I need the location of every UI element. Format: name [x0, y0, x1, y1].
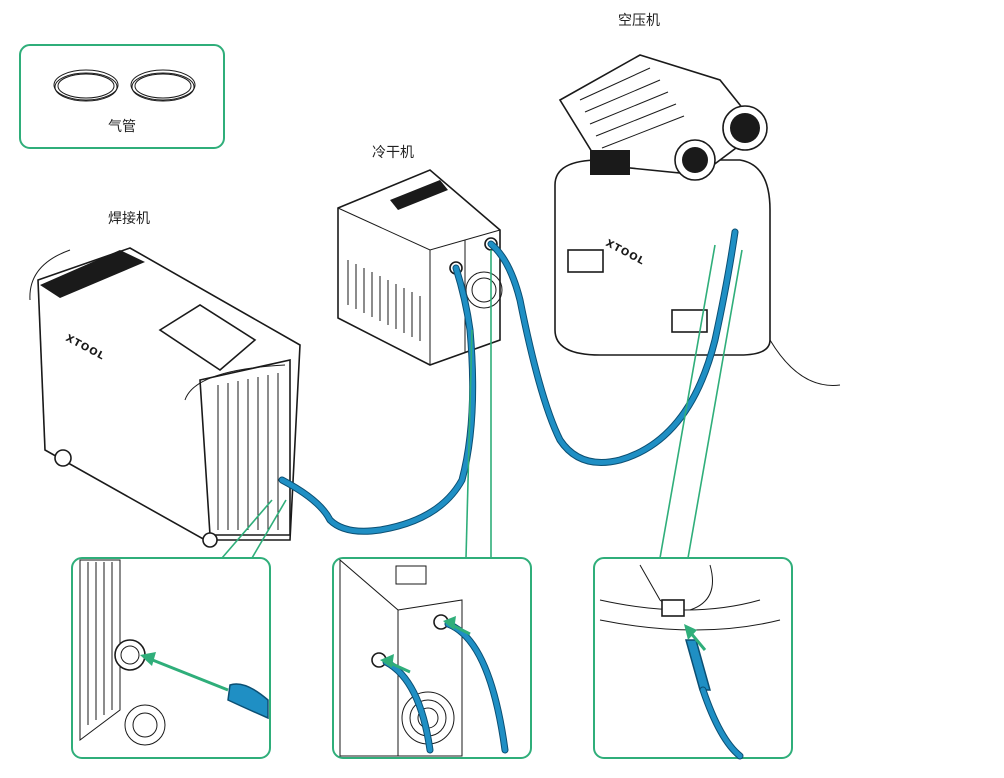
welder-label: 焊接机	[108, 211, 150, 227]
dryer-label: 冷干机	[372, 145, 414, 161]
air-hose-label: 气管	[108, 119, 136, 135]
welder-illustration: XTOOL	[29, 247, 301, 548]
air-hose-legend	[19, 44, 225, 149]
compressor-illustration: XTOOL	[554, 54, 841, 386]
callout-welder-port	[71, 557, 271, 759]
callout-compressor-outlet	[593, 557, 793, 760]
dryer-illustration	[337, 169, 503, 366]
callout-dryer-ports	[332, 557, 532, 759]
hose-coil-icon	[53, 69, 196, 102]
callout-leaders	[221, 244, 743, 559]
compressor-label: 空压机	[618, 13, 660, 29]
air-hose-lines	[278, 228, 739, 535]
